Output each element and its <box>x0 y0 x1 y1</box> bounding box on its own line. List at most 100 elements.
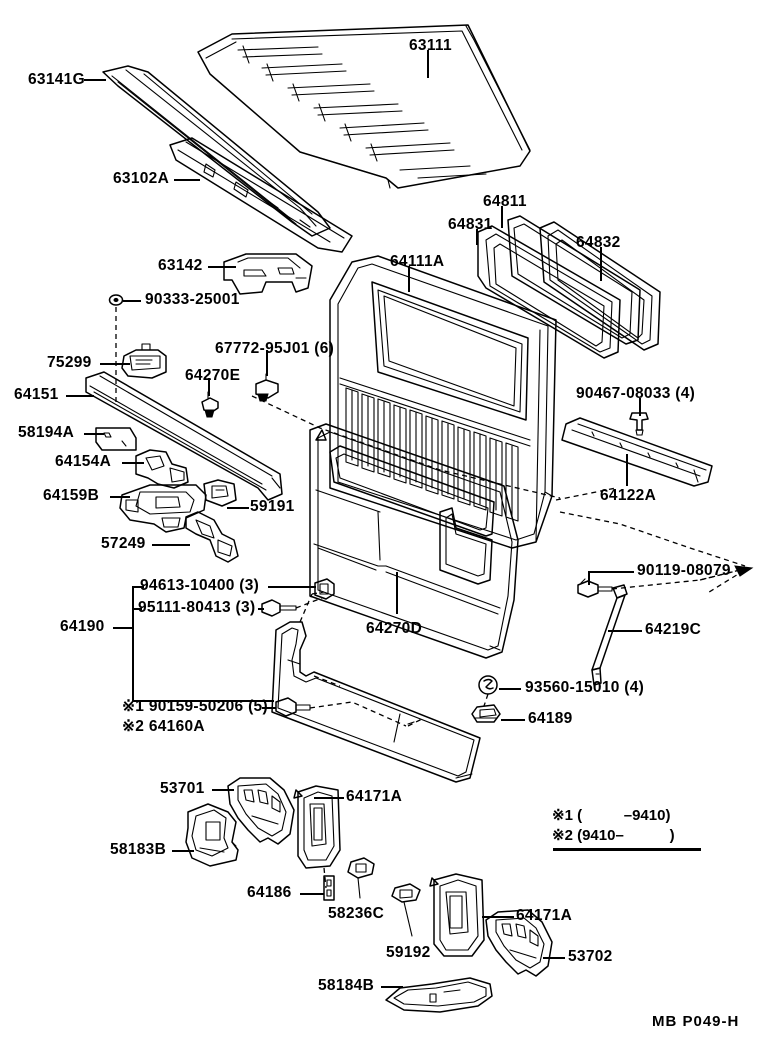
leader-64122A <box>626 454 628 486</box>
part-90467-08033-clip <box>630 413 648 435</box>
label-64832: 64832 <box>576 234 621 251</box>
leader-64270E <box>208 378 210 396</box>
part-94613-10400-nut <box>315 579 334 599</box>
leader-93560 <box>499 688 521 690</box>
leader-63141G <box>84 79 106 81</box>
leader-67772 <box>266 350 268 376</box>
leader-57249 <box>152 544 190 546</box>
label-64171A-top: 64171A <box>346 788 403 805</box>
leader-64190 <box>113 627 133 629</box>
leader-64270D <box>396 572 398 614</box>
label-64111A: 64111A <box>390 253 445 270</box>
leader-94613 <box>268 586 316 588</box>
label-58183B: 58183B <box>110 841 167 858</box>
label-93560-15010: 93560-15010 (4) <box>525 679 645 696</box>
label-64219C: 64219C <box>645 621 702 638</box>
leader-58183B <box>172 850 194 852</box>
leader-64154A <box>122 462 144 464</box>
leader-90159 <box>262 707 276 709</box>
part-64171A-upper-trim <box>294 786 340 888</box>
label-64151: 64151 <box>14 386 59 403</box>
part-64832-weatherstrip <box>540 222 660 350</box>
part-64831-weatherstrip <box>478 226 620 358</box>
label-53701: 53701 <box>160 780 205 797</box>
leader-75299 <box>100 363 130 365</box>
leader-58194A <box>84 433 104 435</box>
part-58184B-panel <box>386 978 492 1012</box>
leader-64151 <box>66 395 94 397</box>
part-58194A-clip <box>96 428 136 450</box>
part-64189-clip <box>472 705 500 722</box>
leader-64111A <box>408 266 410 292</box>
leader-63102A <box>174 179 200 181</box>
label-90119-08079: 90119-08079 <box>637 562 731 579</box>
leader-53702 <box>543 957 565 959</box>
leader-64190-base <box>132 700 274 702</box>
label-59191: 59191 <box>250 498 295 515</box>
label-90333-25001: 90333-25001 <box>145 291 240 308</box>
part-90119-08079-bolt <box>560 512 752 597</box>
label-57249: 57249 <box>101 535 146 552</box>
sheet-code: MB P049-H <box>652 1013 740 1030</box>
leader-64189 <box>501 719 525 721</box>
leader-64186 <box>300 893 324 895</box>
label-94613-10400: 94613-10400 (3) <box>140 577 260 594</box>
label-64189: 64189 <box>528 710 573 727</box>
label-90159-50206: ※1 90159-50206 (5) <box>122 698 268 715</box>
part-93560-15010-screw <box>479 676 497 706</box>
part-58236C-clip <box>348 858 374 898</box>
leader-58184B <box>381 986 403 988</box>
label-58236C: 58236C <box>328 905 385 922</box>
part-90159-50206-screw <box>276 698 406 726</box>
part-95111-80413-bolt <box>262 598 322 616</box>
part-64811-glass <box>508 216 640 344</box>
label-64811: 64811 <box>483 193 527 210</box>
part-53701-panel <box>228 778 294 844</box>
label-59192: 59192 <box>386 944 431 961</box>
label-58194A: 58194A <box>18 424 75 441</box>
part-64219C-damper-stay <box>592 585 627 685</box>
label-95111-80413: 95111-80413 (3) <box>138 599 256 616</box>
leader-90333 <box>123 300 141 302</box>
label-63111: 63111 <box>409 37 452 54</box>
leader-64171A-top <box>314 797 344 799</box>
label-63142: 63142 <box>158 257 203 274</box>
leader-90119 <box>588 571 634 573</box>
leader-64831 <box>476 229 478 245</box>
part-64159B-retainer-plate <box>120 485 206 532</box>
part-53702-panel <box>486 910 552 976</box>
leader-64190-spine <box>132 586 134 701</box>
leader-53701 <box>212 789 234 791</box>
leader-90119-v <box>588 571 590 585</box>
part-64190-back-board <box>272 592 480 782</box>
part-90333-25001-grommet <box>110 295 123 405</box>
label-64160A: ※2 64160A <box>122 718 205 735</box>
leader-63142 <box>208 266 236 268</box>
part-64186-clip <box>324 876 334 900</box>
part-64151-back-panel-trim <box>86 372 282 500</box>
part-64171A-lower-trim <box>430 874 484 956</box>
leader-64171A-bot <box>482 916 514 918</box>
leader-95111 <box>258 608 264 610</box>
label-64831: 64831 <box>448 216 493 233</box>
label-67772-95J01: 67772-95J01 (6) <box>215 340 335 357</box>
part-63142-bracket <box>224 254 312 294</box>
label-63102A: 63102A <box>113 170 170 187</box>
part-63141G-roof-side-rail <box>103 66 330 236</box>
label-64171A-bot: 64171A <box>516 907 573 924</box>
part-58183B-panel <box>186 804 238 866</box>
part-64122A-reinforcement <box>556 418 712 500</box>
leader-64811 <box>501 206 503 228</box>
part-64270E-bolt <box>202 392 218 417</box>
part-64154A-retainer <box>136 450 188 488</box>
part-75299-clip <box>122 344 166 378</box>
leader-63111 <box>427 50 429 78</box>
label-64186: 64186 <box>247 884 292 901</box>
leader-64832 <box>600 247 602 281</box>
note-underline <box>553 848 701 851</box>
label-64190: 64190 <box>60 618 105 635</box>
leader-64159B <box>110 496 130 498</box>
part-64270D-back-panel-trim <box>310 424 518 658</box>
